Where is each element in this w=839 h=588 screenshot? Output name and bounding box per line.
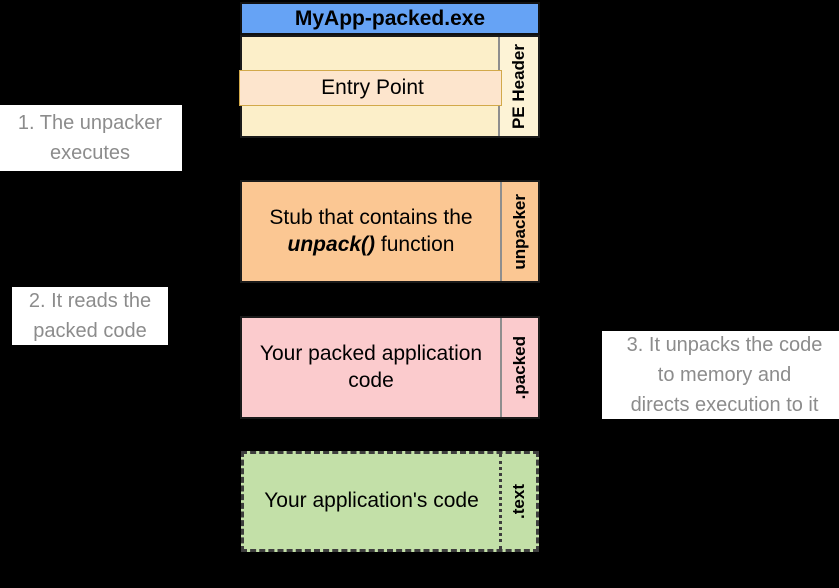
note-step-2-line1: 2. It reads the <box>28 290 152 312</box>
section-unpacker-stub: Stub that contains the unpack() function… <box>240 180 540 283</box>
section-unpacker-stub-tag-label: unpacker <box>510 193 529 270</box>
section-packed-code-tag-label: .packed <box>510 335 529 400</box>
section-packed-code-text: Your packed application code <box>254 341 488 395</box>
section-pe-header-body: Entry Point <box>239 37 502 136</box>
section-application-text-tag-label: .text <box>509 484 528 519</box>
stub-text-line1: Stub that contains the <box>269 205 473 229</box>
section-packed-code-body: Your packed application code <box>242 318 502 417</box>
note-step-1-line1: 1. The unpacker <box>17 112 163 134</box>
entry-point-label: Entry Point <box>321 76 424 99</box>
note-step-3: 3. It unpacks the code to memory and dir… <box>602 331 839 419</box>
section-application-text-text: Your application's code <box>258 488 485 515</box>
note-step-3-line3: directs execution to it <box>630 394 819 416</box>
exe-title-bar: MyApp-packed.exe <box>240 2 540 35</box>
section-unpacker-stub-text: Stub that contains the unpack() function <box>263 205 478 259</box>
section-application-text: Your application's code .text <box>241 451 539 552</box>
exe-title-label: MyApp-packed.exe <box>294 6 486 30</box>
section-packed-code: Your packed application code .packed <box>240 316 540 419</box>
note-step-1-line2: executes <box>49 142 131 164</box>
section-packed-code-tag: .packed <box>502 318 538 417</box>
note-step-3-line2: to memory and <box>657 364 792 386</box>
note-step-2: 2. It reads the packed code <box>12 287 168 345</box>
section-application-text-body: Your application's code <box>244 454 502 549</box>
section-unpacker-stub-body: Stub that contains the unpack() function <box>242 182 502 281</box>
packed-text-line1: Your packed application <box>259 341 483 365</box>
note-step-2-line2: packed code <box>33 320 147 342</box>
section-pe-header-tag: PE Header <box>500 37 538 136</box>
stub-text-line2-rest: function <box>375 232 455 256</box>
stub-text-emphasis: unpack() <box>287 232 376 256</box>
section-unpacker-stub-tag: unpacker <box>502 182 538 281</box>
section-pe-header-tag-label: PE Header <box>509 43 528 130</box>
note-step-1: 1. The unpacker executes <box>0 105 182 171</box>
section-application-text-tag: .text <box>502 454 536 549</box>
entry-point-box: Entry Point <box>239 70 502 106</box>
section-pe-header: Entry Point PE Header <box>239 35 540 138</box>
packed-text-line2: code <box>348 368 394 392</box>
note-step-3-line1: 3. It unpacks the code <box>626 334 823 356</box>
text-section-line1: Your application's code <box>264 489 479 513</box>
